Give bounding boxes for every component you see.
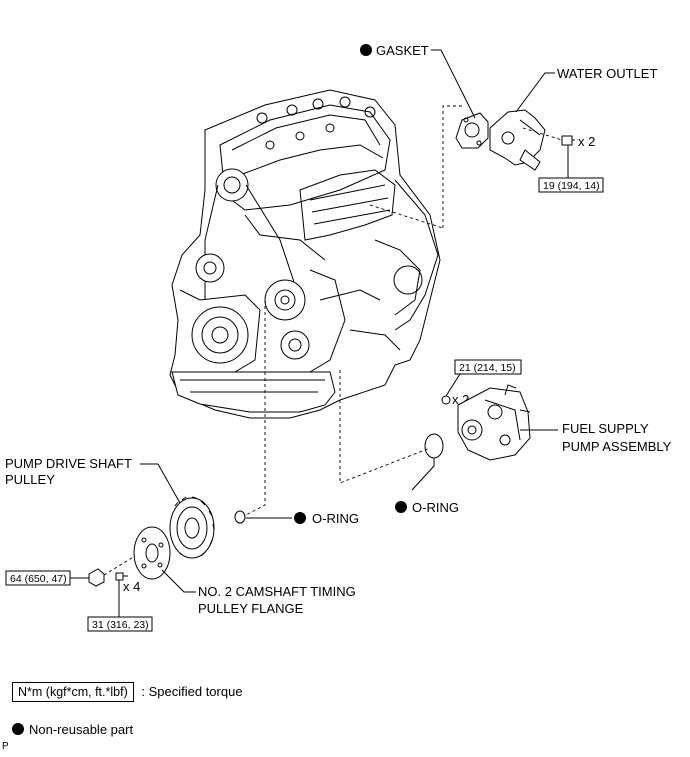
flange-label-line2: PULLEY FLANGE bbox=[198, 601, 304, 616]
torque-legend-desc: : Specified torque bbox=[141, 684, 243, 699]
non-reusable-legend-text: Non-reusable part bbox=[29, 722, 134, 737]
water-outlet-bolt: x 2 bbox=[522, 127, 595, 178]
flange-label-line1: NO. 2 CAMSHAFT TIMING bbox=[198, 584, 356, 599]
pump-drive-pulley-leader: PUMP DRIVE SHAFT PULLEY bbox=[5, 456, 181, 504]
bolt-torque-box: 31 (316, 23) bbox=[87, 616, 153, 632]
water-outlet-label: WATER OUTLET bbox=[557, 66, 657, 81]
camshaft-pulley-flange-part bbox=[133, 526, 171, 580]
pump-drive-shaft-pulley-part bbox=[169, 496, 215, 559]
pump-oring-label: O-RING bbox=[412, 500, 459, 515]
water-outlet-torque-box: 19 (194, 14) bbox=[538, 177, 604, 193]
flange-bolt-qty: x 4 bbox=[123, 579, 140, 594]
non-reusable-legend: Non-reusable part bbox=[12, 722, 133, 737]
gasket-part bbox=[455, 112, 489, 149]
non-reusable-pulley-oring-marker bbox=[294, 512, 306, 524]
fuel-pump-label-line1: FUEL SUPPLY bbox=[562, 421, 649, 436]
flange-bolt: x 4 bbox=[115, 572, 140, 617]
pulley-oring-part bbox=[234, 510, 246, 524]
pump-oring-leader: O-RING bbox=[395, 458, 459, 515]
nut-torque: 64 (650, 47) bbox=[10, 573, 67, 585]
non-reusable-dot-icon bbox=[12, 723, 24, 735]
pulley-nut bbox=[70, 568, 105, 587]
pulley-alignment-line bbox=[243, 300, 266, 517]
fuel-supply-pump-part bbox=[457, 384, 531, 461]
torque-legend: N*m (kgf*cm, ft.*lbf) : Specified torque bbox=[12, 682, 243, 702]
water-outlet-qty: x 2 bbox=[578, 134, 595, 149]
gasket-alignment-line-2 bbox=[369, 204, 444, 229]
non-reusable-pump-oring-marker bbox=[395, 501, 407, 513]
fuel-pump-alignment-line bbox=[339, 370, 431, 484]
non-reusable-gasket-marker bbox=[360, 44, 372, 56]
engine-assembly-illustration bbox=[169, 89, 441, 419]
gasket-leader: GASKET bbox=[360, 43, 476, 119]
fuel-pump-label-line2: PUMP ASSEMBLY bbox=[562, 439, 672, 454]
fuel-pump-torque-box: 21 (214, 15) bbox=[445, 359, 522, 397]
flange-leader: NO. 2 CAMSHAFT TIMING PULLEY FLANGE bbox=[161, 569, 356, 616]
water-outlet-leader: WATER OUTLET bbox=[515, 66, 657, 113]
torque-legend-box: N*m (kgf*cm, ft.*lbf) bbox=[12, 682, 134, 702]
corner-mark: P bbox=[2, 741, 9, 752]
pump-drive-label-line2: PULLEY bbox=[5, 472, 55, 487]
flange-alignment-line bbox=[103, 555, 136, 576]
pump-drive-label-line1: PUMP DRIVE SHAFT bbox=[5, 456, 132, 471]
pulley-oring-label: O-RING bbox=[312, 511, 359, 526]
pump-oring-part bbox=[424, 433, 444, 459]
fuel-pump-torque: 21 (214, 15) bbox=[459, 362, 516, 374]
gasket-alignment-line bbox=[442, 105, 462, 228]
nut-torque-box: 64 (650, 47) bbox=[5, 570, 71, 586]
fuel-pump-leader: FUEL SUPPLY PUMP ASSEMBLY bbox=[520, 421, 672, 454]
bolt-torque: 31 (316, 23) bbox=[92, 619, 149, 631]
water-outlet-part bbox=[489, 109, 546, 171]
water-outlet-torque: 19 (194, 14) bbox=[543, 180, 600, 192]
pulley-oring-leader: O-RING bbox=[246, 511, 359, 526]
gasket-label: GASKET bbox=[376, 43, 429, 58]
